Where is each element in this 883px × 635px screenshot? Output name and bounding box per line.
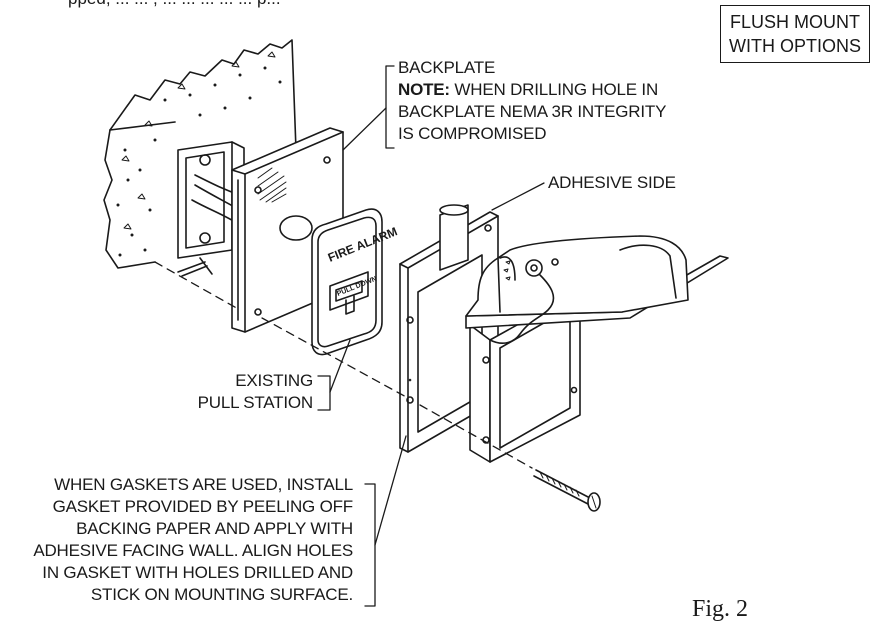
- backplate-note: NOTE: WHEN DRILLING HOLE IN: [398, 79, 666, 101]
- gasket-instructions: WHEN GASKETS ARE USED, INSTALL GASKET PR…: [33, 474, 353, 606]
- existing-pull-station-label: EXISTING PULL STATION: [197, 370, 314, 414]
- gasket-line-6: STICK ON MOUNTING SURFACE.: [90, 585, 353, 604]
- note-label: NOTE:: [398, 80, 450, 99]
- adhesive-side-label: ADHESIVE SIDE: [548, 173, 676, 192]
- existing-line-1: EXISTING: [235, 371, 313, 390]
- note-text: WHEN DRILLING HOLE IN: [449, 80, 659, 99]
- screw-left: [177, 257, 213, 277]
- title-line-2: WITH OPTIONS: [729, 36, 861, 56]
- figure-label: Fig. 2: [692, 596, 749, 622]
- existing-pull-station: [311, 208, 383, 356]
- gasket-line-2: GASKET PROVIDED BY PEELING OFF: [52, 497, 354, 516]
- backplate-line-3: BACKPLATE NEMA 3R INTEGRITY: [398, 102, 667, 121]
- title-box: FLUSH MOUNT WITH OPTIONS: [720, 5, 870, 63]
- conduit: [439, 204, 469, 271]
- wall: [103, 39, 297, 269]
- screw-right: [533, 469, 601, 512]
- title-line-1: FLUSH MOUNT: [730, 12, 860, 32]
- existing-line-2: PULL STATION: [197, 393, 314, 412]
- backplate-label: BACKPLATE NOTE: WHEN DRILLING HOLE IN BA…: [398, 57, 666, 145]
- protective-cover: [465, 235, 729, 463]
- backplate-line-1: BACKPLATE: [398, 58, 496, 77]
- backplate-line-4: IS COMPROMISED: [398, 124, 547, 143]
- gasket-line-1: WHEN GASKETS ARE USED, INSTALL: [54, 475, 353, 494]
- gasket-line-3: BACKING PAPER AND APPLY WITH: [76, 519, 353, 538]
- gasket-line-5: IN GASKET WITH HOLES DRILLED AND: [42, 563, 353, 582]
- cropped-top-text: pped, ... ... , ... ... ... ... ... p...: [68, 0, 281, 9]
- gasket-line-4: ADHESIVE FACING WALL. ALIGN HOLES: [33, 541, 353, 560]
